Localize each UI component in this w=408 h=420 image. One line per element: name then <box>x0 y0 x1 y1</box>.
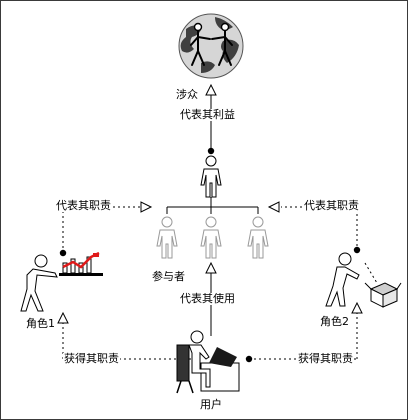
edge-label-obtain-duty-left: 获得其职责 <box>63 352 120 365</box>
dashed-connectors <box>62 206 378 360</box>
edge-label-represent-duty-right: 代表其职责 <box>303 199 360 212</box>
edge-label-represent-use: 代表其使用 <box>179 292 236 305</box>
role1-label: 角色1 <box>25 317 56 330</box>
edge-label-represent-duty-left: 代表其职责 <box>55 199 112 212</box>
person-group-icon <box>156 216 269 259</box>
participants-label: 参与者 <box>151 270 186 283</box>
user-label: 用户 <box>199 398 223 411</box>
presenter-with-chart-icon <box>20 251 103 312</box>
connector-dots <box>59 147 361 363</box>
arrowheads <box>57 83 363 324</box>
arrow-to-role2 <box>351 301 363 314</box>
arrow-to-stakeholders <box>205 83 217 96</box>
connectors <box>166 95 259 336</box>
person-with-box-icon <box>325 252 402 308</box>
arrow-to-participants <box>205 261 217 274</box>
person-at-computer-icon <box>176 330 240 394</box>
edge-label-represent-interest: 代表其利益 <box>179 108 236 121</box>
edge-label-obtain-duty-right: 获得其职责 <box>297 352 354 365</box>
role2-label: 角色2 <box>319 315 350 328</box>
globe-with-people-icon <box>178 13 244 79</box>
arrow-role1-to-participants <box>140 201 153 213</box>
arrow-to-role1 <box>57 311 69 324</box>
person-icon <box>200 155 222 198</box>
arrow-role2-to-participants <box>267 201 280 213</box>
stakeholders-label: 涉众 <box>175 88 199 101</box>
